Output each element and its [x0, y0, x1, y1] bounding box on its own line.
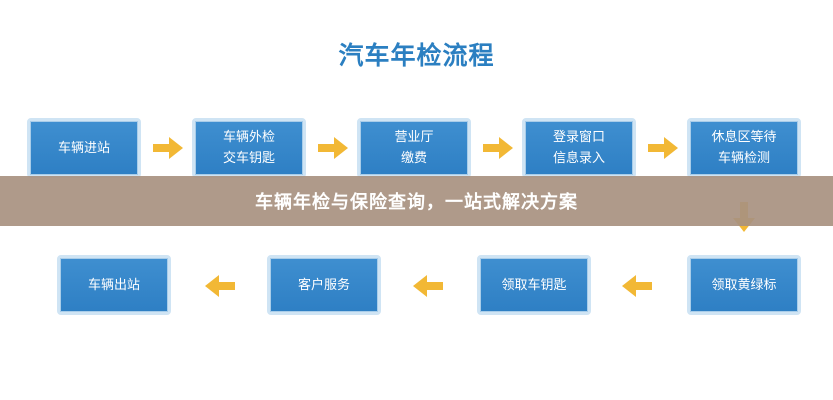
caption-text: 车辆年检与保险查询，一站式解决方案 [255, 192, 578, 213]
step-collect-key: 领取车钥匙 [477, 255, 591, 315]
arrow-right-icon [153, 137, 183, 159]
diagram-title: 汽车年检流程 [338, 41, 495, 70]
step-wait-inspection: 休息区等待 车辆检测 [687, 118, 801, 178]
step-customer-service: 客户服务 [267, 255, 381, 315]
arrow-left-icon [413, 275, 443, 297]
arrow-right-icon [318, 137, 348, 159]
step-exterior-inspection: 车辆外检 交车钥匙 [192, 118, 306, 178]
caption-banner: 车辆年检与保险查询，一站式解决方案 [0, 176, 833, 226]
arrow-left-icon [205, 275, 235, 297]
step-vehicle-exit: 车辆出站 [57, 255, 171, 315]
arrow-left-icon [622, 275, 652, 297]
step-vehicle-entry: 车辆进站 [27, 118, 141, 178]
step-info-entry: 登录窗口 信息录入 [522, 118, 636, 178]
arrow-right-icon [648, 137, 678, 159]
arrow-right-icon [483, 137, 513, 159]
step-collect-label: 领取黄绿标 [687, 255, 801, 315]
step-hall-payment: 营业厅 缴费 [357, 118, 471, 178]
